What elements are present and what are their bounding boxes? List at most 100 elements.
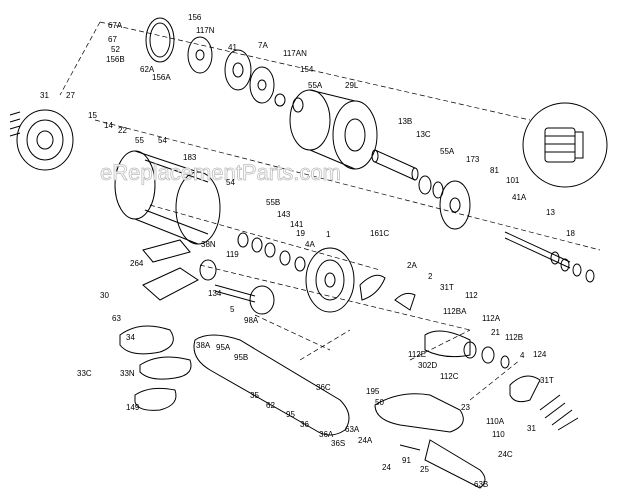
part-label-141: 141 xyxy=(290,220,304,229)
part-label-24: 24 xyxy=(382,463,391,472)
part-label-112b: 112B xyxy=(505,333,523,342)
part-label-1: 1 xyxy=(326,230,331,239)
part-label-2a: 2A xyxy=(407,261,417,270)
part-label-119: 119 xyxy=(226,250,239,259)
part-label-110a: 110A xyxy=(486,417,505,426)
part-label-13: 13 xyxy=(546,208,555,217)
part-label-35: 35 xyxy=(250,391,259,400)
part-label-18: 18 xyxy=(566,229,575,238)
lever-plates-33C xyxy=(119,325,192,411)
part-label-55: 55 xyxy=(135,136,144,145)
part-label-38a: 38A xyxy=(196,341,211,350)
part-label-36a: 36A xyxy=(319,430,334,439)
part-label-15: 15 xyxy=(88,111,97,120)
part-label-36c: 36C xyxy=(316,383,331,392)
part-label-91: 91 xyxy=(402,456,411,465)
bearings-middle xyxy=(199,232,306,315)
part-label-5: 5 xyxy=(230,305,235,314)
part-label-14: 14 xyxy=(104,121,113,130)
part-label-55a: 55A xyxy=(440,147,455,156)
lever-24 xyxy=(374,393,486,489)
part-label-55b: 55B xyxy=(266,198,280,207)
part-label-95: 95 xyxy=(286,410,295,419)
part-label-183: 183 xyxy=(183,153,197,162)
part-label-38n: 38N xyxy=(201,240,216,249)
gear-173 xyxy=(418,175,471,230)
clicker-30 xyxy=(142,239,199,301)
frame-183 xyxy=(114,150,221,245)
watermark-text: eReplacementParts.com xyxy=(100,160,341,185)
part-label-156a: 156A xyxy=(152,73,171,82)
part-label-31t: 31T xyxy=(440,283,454,292)
side-plate-1 xyxy=(305,247,355,313)
part-label-156: 156 xyxy=(188,13,202,22)
part-label-101: 101 xyxy=(506,176,520,185)
main-shaft-13 xyxy=(504,231,595,283)
part-label-117n: 117N xyxy=(196,26,215,35)
spool-29L xyxy=(289,89,378,170)
part-label-54: 54 xyxy=(226,178,235,187)
part-label-67a: 67A xyxy=(108,21,123,30)
part-label-154: 154 xyxy=(300,65,314,74)
shaft-13B xyxy=(371,149,419,181)
part-label-36s: 36S xyxy=(331,439,345,448)
handle-36C xyxy=(193,334,350,436)
pawls-2 xyxy=(359,274,416,311)
part-label-36: 36 xyxy=(300,420,309,429)
part-label-156b: 156B xyxy=(106,55,125,64)
drag-assembly xyxy=(424,330,541,403)
part-label-30: 30 xyxy=(100,291,109,300)
side-plate-27 xyxy=(9,109,74,171)
part-label-63a: 63A xyxy=(345,425,360,434)
part-label-302d: 302D xyxy=(418,361,437,370)
assembly-guide-lines xyxy=(59,21,601,401)
part-label-25: 25 xyxy=(420,465,429,474)
part-label-112c: 112C xyxy=(440,372,459,381)
part-label-29l: 29L xyxy=(345,81,359,90)
part-label-4: 4 xyxy=(520,351,525,360)
part-label-124: 124 xyxy=(533,350,547,359)
part-label-21: 21 xyxy=(491,328,500,337)
part-label-41a: 41A xyxy=(512,193,527,202)
inset-detail xyxy=(522,102,608,188)
part-label-112: 112 xyxy=(465,291,478,300)
part-label-62a: 62A xyxy=(140,65,155,74)
part-label-95a: 95A xyxy=(216,343,231,352)
part-label-31: 31 xyxy=(40,91,49,100)
part-label-134: 134 xyxy=(208,289,222,298)
part-label-98a: 98A xyxy=(244,316,259,325)
screws-31 xyxy=(539,394,579,431)
part-label-33c: 33C xyxy=(77,369,92,378)
part-label-195: 195 xyxy=(366,387,380,396)
part-label-23: 23 xyxy=(461,403,470,412)
part-label-81: 81 xyxy=(490,166,499,175)
part-label-112ba: 112BA xyxy=(443,307,467,316)
part-label-19: 19 xyxy=(296,229,305,238)
part-label-52: 52 xyxy=(111,45,120,54)
part-label-7a: 7A xyxy=(258,41,268,50)
part-label-143: 143 xyxy=(277,210,291,219)
part-label-112a: 112A xyxy=(482,314,501,323)
part-label-95b: 95B xyxy=(234,353,248,362)
part-label-31: 31 xyxy=(527,424,536,433)
part-label-173: 173 xyxy=(466,155,480,164)
part-label-4a: 4A xyxy=(305,240,315,249)
part-label-161c: 161C xyxy=(370,229,389,238)
part-label-13c: 13C xyxy=(416,130,431,139)
part-label-264: 264 xyxy=(130,259,144,268)
part-label-117an: 117AN xyxy=(283,49,307,58)
part-label-24a: 24A xyxy=(358,436,373,445)
part-label-50: 50 xyxy=(375,398,384,407)
part-label-62: 62 xyxy=(266,401,275,410)
part-label-13b: 13B xyxy=(398,117,412,126)
part-label-112e: 112E xyxy=(408,350,426,359)
part-label-55a: 55A xyxy=(308,81,323,90)
part-label-63: 63 xyxy=(112,314,121,323)
part-label-31t: 31T xyxy=(540,376,554,385)
part-label-24c: 24C xyxy=(498,450,513,459)
discs-top xyxy=(145,17,304,113)
part-label-27: 27 xyxy=(66,91,75,100)
part-label-67: 67 xyxy=(108,35,117,44)
